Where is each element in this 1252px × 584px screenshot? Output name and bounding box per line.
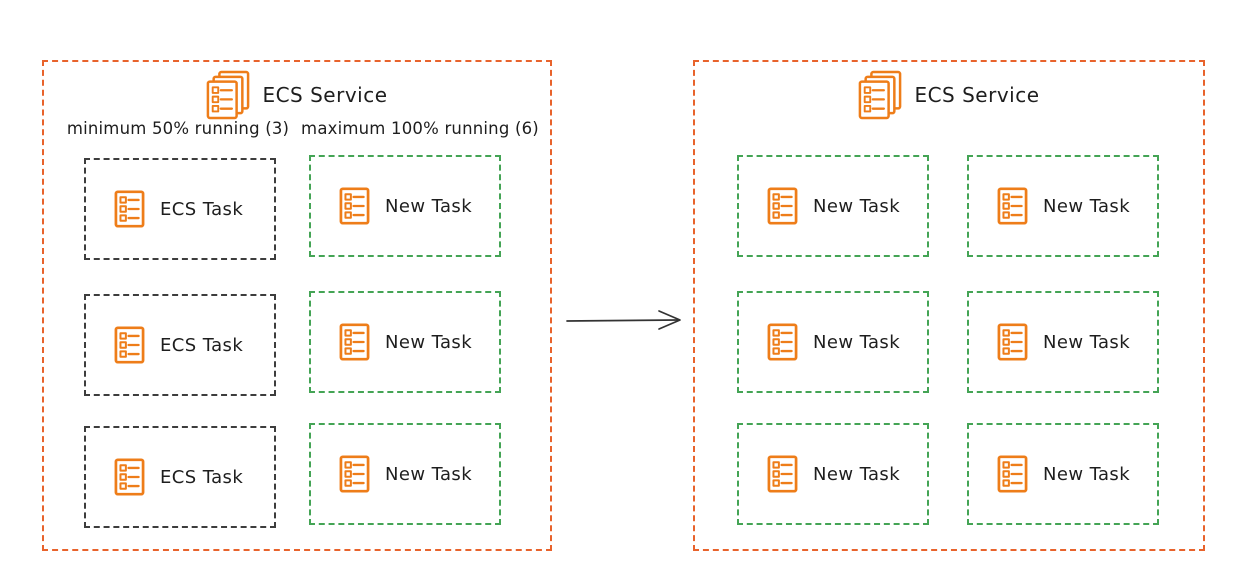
ecs-service-panel-before: ECS Service minimum 50% running (3) maxi… bbox=[42, 60, 552, 551]
task-label: New Task bbox=[1043, 331, 1131, 353]
ecs-service-panel-after: ECS Service New Task New Task New Task N… bbox=[693, 60, 1205, 551]
task-label: ECS Task bbox=[160, 466, 244, 488]
ecs-service-icon bbox=[206, 70, 250, 120]
ecs-task-icon bbox=[339, 187, 370, 225]
new-task-box: New Task bbox=[967, 423, 1159, 525]
ecs-task-icon bbox=[114, 326, 145, 364]
ecs-service-icon bbox=[858, 70, 902, 120]
ecs-task-box: ECS Task bbox=[84, 158, 276, 260]
ecs-task-icon bbox=[767, 455, 798, 493]
ecs-task-icon bbox=[339, 323, 370, 361]
new-task-box: New Task bbox=[737, 155, 929, 257]
ecs-task-icon bbox=[997, 455, 1028, 493]
panel-title: ECS Service bbox=[44, 70, 550, 120]
task-label: ECS Task bbox=[160, 334, 244, 356]
new-task-box: New Task bbox=[309, 155, 501, 257]
ecs-task-icon bbox=[997, 187, 1028, 225]
task-label: New Task bbox=[385, 195, 473, 217]
panel-title-label: ECS Service bbox=[914, 83, 1040, 107]
ecs-task-box: ECS Task bbox=[84, 294, 276, 396]
ecs-task-icon bbox=[114, 458, 145, 496]
ecs-task-icon bbox=[767, 187, 798, 225]
maximum-running-header: maximum 100% running (6) bbox=[301, 119, 539, 138]
task-label: New Task bbox=[813, 331, 901, 353]
new-task-box: New Task bbox=[737, 291, 929, 393]
right-arrow-icon bbox=[566, 310, 681, 330]
minimum-running-header: minimum 50% running (3) bbox=[66, 119, 290, 138]
task-label: New Task bbox=[1043, 195, 1131, 217]
ecs-task-icon bbox=[114, 190, 145, 228]
panel-title: ECS Service bbox=[695, 70, 1203, 120]
task-label: New Task bbox=[813, 463, 901, 485]
new-task-box: New Task bbox=[967, 291, 1159, 393]
ecs-task-icon bbox=[997, 323, 1028, 361]
new-task-box: New Task bbox=[737, 423, 929, 525]
task-label: ECS Task bbox=[160, 198, 244, 220]
task-label: New Task bbox=[385, 463, 473, 485]
task-label: New Task bbox=[1043, 463, 1131, 485]
ecs-task-icon bbox=[339, 455, 370, 493]
new-task-box: New Task bbox=[967, 155, 1159, 257]
panel-title-label: ECS Service bbox=[262, 83, 388, 107]
new-task-box: New Task bbox=[309, 291, 501, 393]
task-label: New Task bbox=[385, 331, 473, 353]
ecs-task-icon bbox=[767, 323, 798, 361]
ecs-task-box: ECS Task bbox=[84, 426, 276, 528]
new-task-box: New Task bbox=[309, 423, 501, 525]
task-label: New Task bbox=[813, 195, 901, 217]
